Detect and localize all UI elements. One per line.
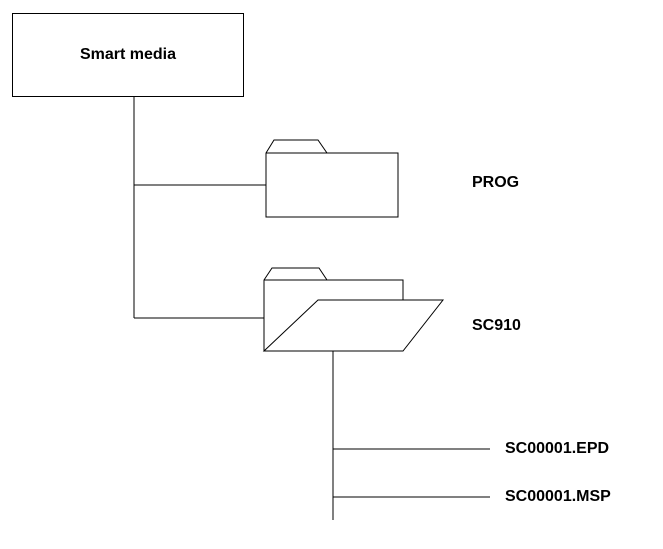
folder-label-prog: PROG	[472, 174, 520, 191]
folder-open-icon	[262, 267, 445, 352]
folder-label-sc910: SC910	[472, 317, 521, 334]
root-node-smart-media: Smart media	[12, 13, 244, 97]
folder-closed-icon	[265, 139, 399, 218]
root-node-label: Smart media	[79, 46, 177, 63]
file-label-msp: SC00001.MSP	[505, 488, 611, 505]
file-label-epd: SC00001.EPD	[505, 440, 610, 457]
